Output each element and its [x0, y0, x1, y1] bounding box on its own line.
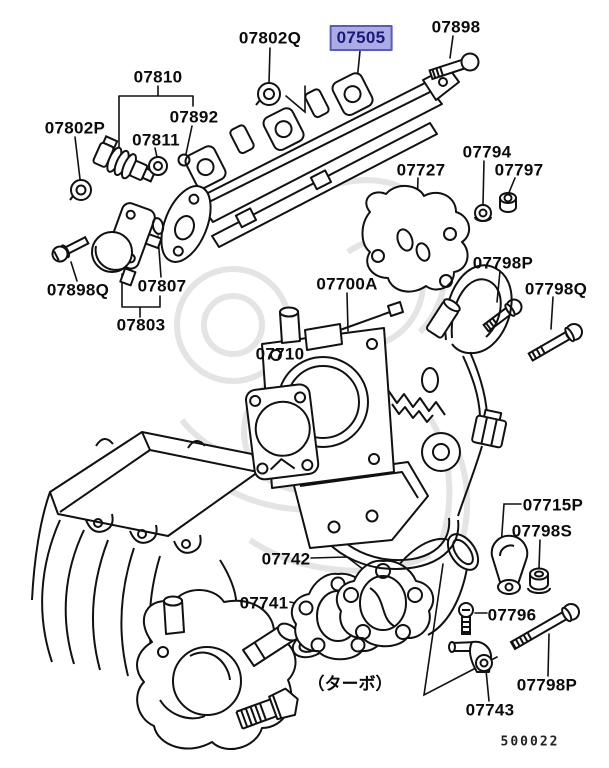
fuel-injector-drawing — [92, 135, 157, 183]
bolt-07898Q-drawing — [51, 235, 90, 263]
part-label-07715P[interactable]: 07715P — [522, 495, 584, 515]
grommet-07802Q-drawing — [255, 82, 281, 106]
throttle-gasket-drawing — [245, 383, 320, 481]
part-label-07742[interactable]: 07742 — [261, 549, 311, 569]
bolt-07798P-lower-drawing — [509, 603, 580, 651]
bracket-07727-drawing — [361, 185, 471, 293]
part-label-07798P-2[interactable]: 07798P — [516, 675, 578, 695]
stay-bracket-07743-drawing — [448, 640, 493, 673]
part-label-07741[interactable]: 07741 — [239, 593, 289, 613]
oring-07892-drawing — [177, 153, 191, 167]
grommet-07811-drawing — [148, 156, 168, 176]
part-label-07811[interactable]: 07811 — [132, 130, 180, 150]
part-label-07727[interactable]: 07727 — [396, 160, 446, 180]
part-label-07700A[interactable]: 07700A — [316, 274, 378, 294]
part-label-07743[interactable]: 07743 — [465, 700, 515, 720]
part-label-07892[interactable]: 07892 — [169, 107, 219, 127]
part-label-07798P[interactable]: 07798P — [472, 253, 534, 273]
bolt-07798Q-upper-drawing — [527, 323, 583, 362]
screw-07796-drawing — [458, 602, 474, 635]
part-label-07798Q[interactable]: 07798Q — [524, 279, 588, 299]
pressure-regulator-drawing — [91, 202, 163, 287]
part-label-07797[interactable]: 07797 — [494, 160, 544, 180]
part-label-07807[interactable]: 07807 — [137, 276, 187, 296]
part-label-07796[interactable]: 07796 — [487, 605, 537, 625]
part-label-07505[interactable]: 07505 — [329, 25, 393, 51]
nut-07794-drawing — [474, 204, 492, 222]
diagram-code: 500022 — [500, 734, 560, 750]
part-label-07898[interactable]: 07898 — [431, 17, 481, 37]
part-label-07898Q[interactable]: 07898Q — [46, 280, 110, 300]
part-label-07810[interactable]: 07810 — [133, 67, 183, 87]
oring-07807-drawing — [151, 217, 165, 235]
fuel-rail-drawing — [160, 66, 460, 263]
part-label-07802Q[interactable]: 07802Q — [238, 28, 302, 48]
nut-07798S-drawing — [527, 567, 551, 594]
part-label-07710[interactable]: 07710 — [255, 344, 305, 364]
turbo-note: （ターボ） — [307, 674, 393, 695]
part-label-07798S[interactable]: 07798S — [511, 521, 573, 541]
part-label-07803[interactable]: 07803 — [116, 315, 166, 335]
part-label-07802P[interactable]: 07802P — [44, 118, 106, 138]
part-label-07794[interactable]: 07794 — [462, 142, 512, 162]
nut-07797-drawing — [499, 192, 517, 213]
oring-07802P-drawing — [69, 179, 92, 201]
turbo-pipe-flange-drawing — [335, 533, 480, 648]
bolt-07898-drawing — [428, 52, 480, 81]
clamp-07715P-drawing — [490, 534, 529, 595]
